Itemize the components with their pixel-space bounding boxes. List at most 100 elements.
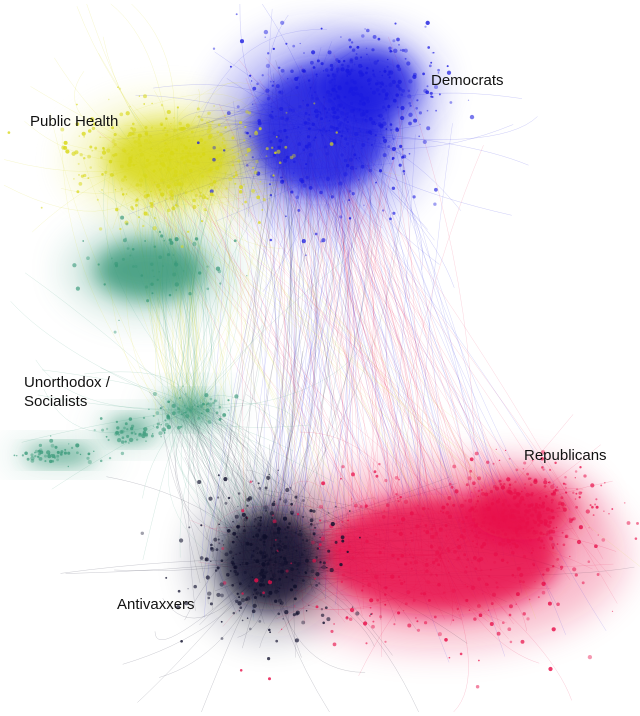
node (166, 208, 171, 213)
node (402, 609, 405, 612)
node (150, 202, 154, 206)
node (487, 583, 489, 586)
node (417, 504, 419, 507)
node (120, 215, 125, 220)
node (360, 56, 363, 59)
node (494, 486, 500, 491)
node (382, 153, 387, 158)
node (372, 620, 375, 623)
node (245, 541, 250, 546)
node (576, 488, 579, 491)
node (572, 567, 577, 572)
edge (171, 196, 230, 399)
node (180, 143, 183, 146)
node (309, 522, 313, 526)
node (385, 128, 388, 131)
node (531, 507, 536, 511)
node (533, 520, 537, 525)
node (220, 593, 224, 598)
node (308, 604, 310, 607)
node (394, 22, 397, 25)
node (242, 562, 244, 564)
node (256, 82, 259, 86)
node (479, 556, 484, 562)
node (409, 531, 413, 535)
node (462, 528, 467, 533)
node (574, 470, 578, 473)
node (325, 152, 329, 156)
node (87, 129, 92, 133)
node (383, 69, 387, 73)
node (261, 208, 264, 211)
edge (188, 412, 196, 611)
node (381, 82, 385, 86)
node (259, 578, 265, 583)
edge (166, 202, 207, 411)
node (334, 116, 338, 120)
node (431, 52, 434, 54)
node (259, 592, 262, 595)
node (321, 481, 326, 486)
node (182, 173, 188, 178)
node (426, 126, 431, 131)
node (152, 391, 157, 397)
node (340, 153, 344, 157)
node (539, 519, 544, 525)
node (321, 238, 326, 243)
node (320, 112, 322, 115)
node (391, 553, 395, 558)
node (169, 159, 172, 161)
node (185, 393, 187, 395)
node (272, 153, 277, 157)
node (492, 462, 495, 465)
node (575, 492, 578, 495)
node (221, 141, 224, 144)
node (304, 167, 306, 170)
node (212, 47, 216, 50)
node (78, 182, 83, 186)
node (282, 574, 284, 576)
node (362, 110, 365, 112)
node (353, 86, 358, 91)
node (255, 546, 260, 551)
node (235, 544, 237, 546)
edge (313, 157, 467, 558)
node (339, 562, 343, 567)
node (191, 405, 193, 408)
node (117, 434, 120, 436)
node (163, 429, 166, 432)
node (319, 176, 321, 179)
node (492, 498, 494, 501)
node (175, 149, 178, 151)
label-democrats: Democrats (431, 72, 504, 89)
node (365, 71, 368, 75)
node (203, 208, 207, 212)
node (144, 164, 149, 169)
node (126, 247, 130, 250)
node (447, 514, 453, 519)
node (341, 63, 344, 67)
node (189, 147, 191, 150)
node (259, 593, 263, 597)
node (163, 126, 167, 130)
node (373, 60, 378, 65)
node (115, 207, 119, 212)
node (181, 149, 185, 153)
edge (307, 169, 341, 563)
node (219, 282, 222, 285)
node (433, 84, 439, 90)
node (430, 534, 435, 539)
node (310, 60, 314, 65)
node (270, 146, 274, 150)
node (178, 121, 182, 126)
node (426, 109, 429, 112)
node (278, 90, 282, 94)
node (65, 149, 70, 154)
node (543, 582, 546, 584)
node (273, 578, 277, 582)
node (348, 189, 352, 193)
node (174, 282, 179, 287)
node (514, 480, 517, 484)
node (99, 417, 103, 420)
node (351, 472, 355, 477)
